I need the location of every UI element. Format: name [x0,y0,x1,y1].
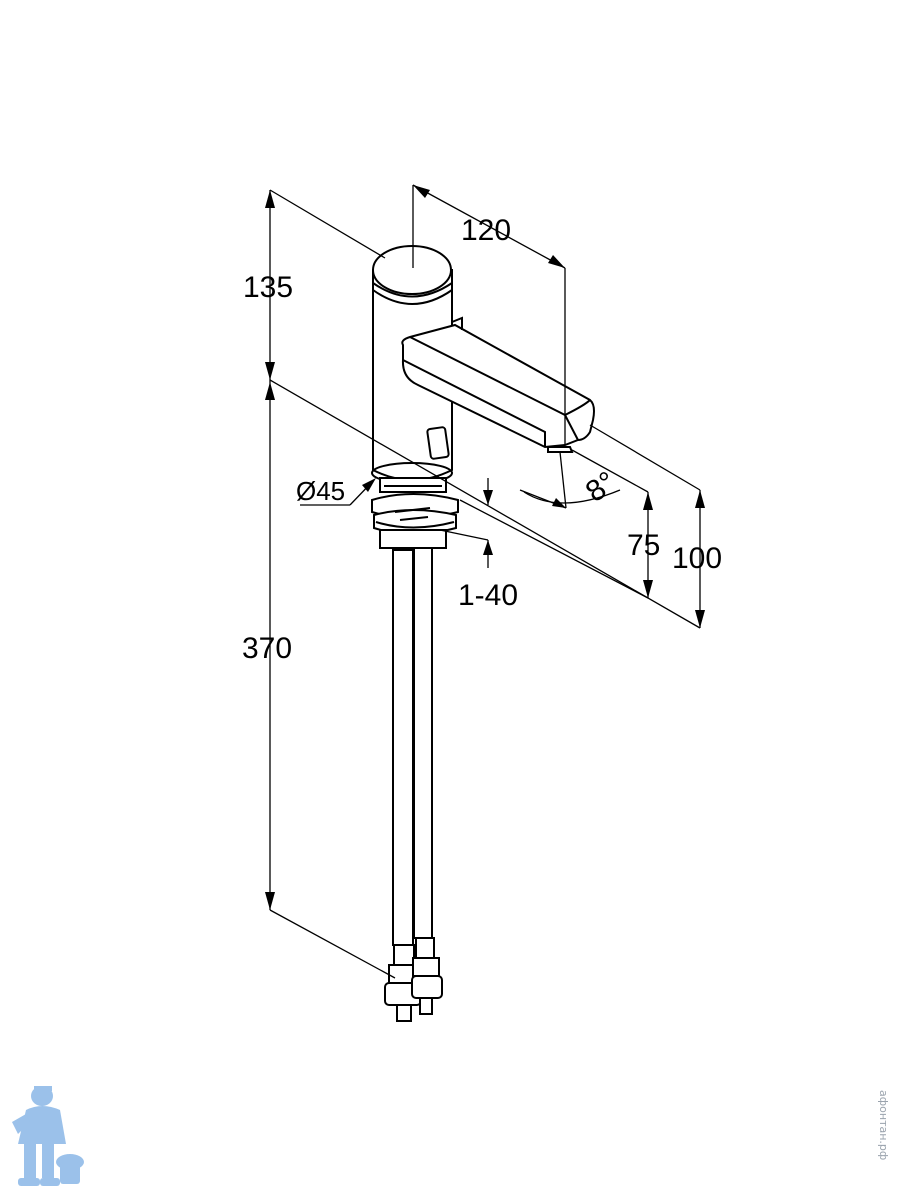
dim-diameter: Ø45 [296,476,345,506]
dimension-lines [265,184,705,979]
dim-mounting: 1-40 [458,579,518,612]
plumber-mascot-icon [12,1086,84,1186]
watermark-text: афонтан.рф [877,1090,890,1161]
dim-120: 120 [461,214,511,247]
dim-75: 75 [627,529,660,562]
dim-angle: 8° [580,465,622,508]
dim-100: 100 [672,542,722,575]
spout [401,316,595,453]
mounting-assembly [371,477,459,549]
dim-135: 135 [243,271,293,304]
supply-hoses [384,547,443,1022]
watermark: афонтан.рф [870,1090,896,1190]
dim-370: 370 [242,632,292,665]
